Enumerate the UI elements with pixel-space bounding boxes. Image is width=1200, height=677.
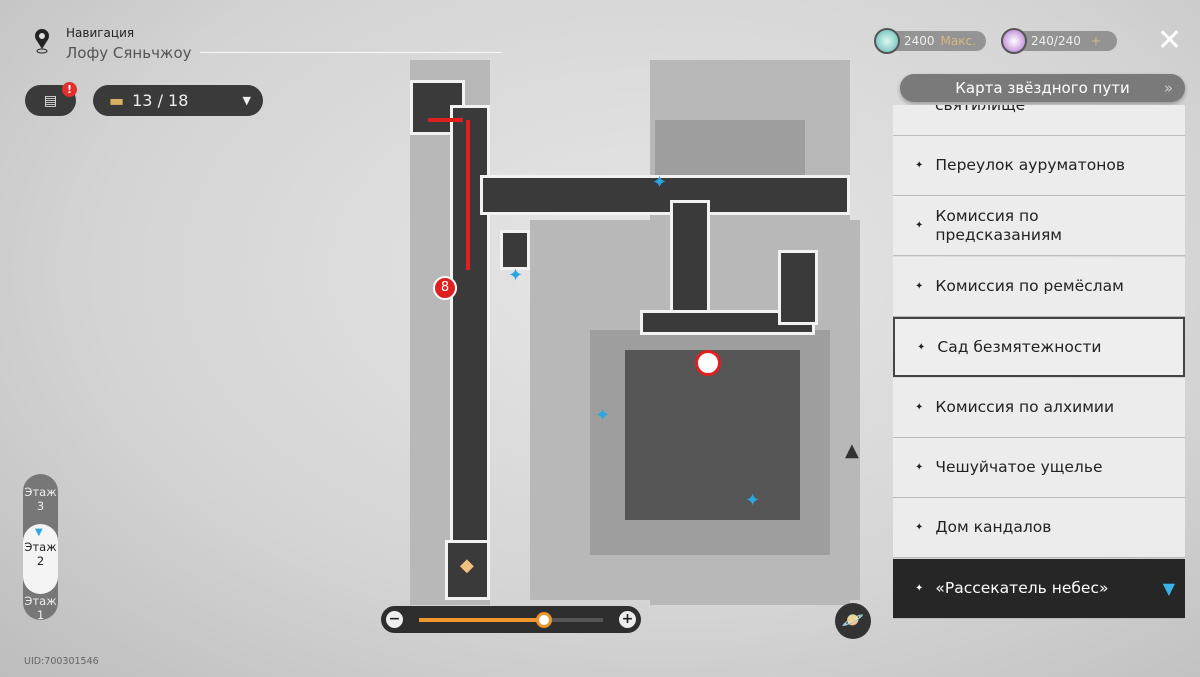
add-fuel-button[interactable]: + bbox=[1090, 34, 1101, 48]
location-label: Дом кандалов bbox=[935, 518, 1052, 536]
puzzle-icon[interactable]: ◆ bbox=[460, 555, 474, 576]
star-icon: ✦ bbox=[915, 160, 924, 171]
planet-icon[interactable]: 🪐 bbox=[835, 603, 871, 639]
chest-counter-dropdown[interactable]: ▬ 13 / 18 ▼ bbox=[93, 85, 263, 116]
location-label: Комиссия по предсказаниям bbox=[935, 206, 1062, 244]
divider bbox=[200, 52, 502, 53]
fuel-value: 240/240 bbox=[1031, 34, 1081, 48]
current-floor-icon: ▼ bbox=[35, 527, 43, 538]
location-item[interactable]: святилище bbox=[893, 105, 1185, 136]
star-icon: ✦ bbox=[915, 583, 924, 594]
star-map-label: Карта звёздного пути bbox=[955, 79, 1130, 97]
location-item-selected[interactable]: ✦ «Рассекатель небес» ▼ bbox=[893, 559, 1185, 619]
location-item[interactable]: ✦ Сад безмятежности bbox=[893, 317, 1185, 377]
location-item[interactable]: ✦ Дом кандалов bbox=[893, 498, 1185, 558]
zoom-control: − + bbox=[381, 606, 641, 633]
star-icon: ✦ bbox=[915, 522, 924, 533]
star-icon: ✦ bbox=[915, 220, 924, 231]
location-name: Лофу Сяньчжоу bbox=[66, 44, 192, 62]
location-label: святилище bbox=[935, 105, 1026, 114]
merchant-icon[interactable]: ▲ bbox=[845, 440, 859, 461]
floor-number: 3 bbox=[36, 499, 45, 513]
power-icon bbox=[874, 28, 900, 54]
alert-badge: ! bbox=[62, 82, 77, 97]
location-pin-icon bbox=[35, 29, 49, 54]
fuel-icon bbox=[1001, 28, 1027, 54]
clipboard-icon: ▤ bbox=[43, 92, 58, 109]
location-label: Сад безмятежности bbox=[937, 337, 1102, 356]
chevron-down-icon: ▼ bbox=[242, 94, 251, 107]
teleport-icon[interactable]: ✦ bbox=[595, 405, 611, 426]
map-area[interactable]: 8 ✦ ✦ ✦ ✦ ◆ ▲ bbox=[400, 60, 895, 605]
location-label: Комиссия по ремёслам bbox=[935, 277, 1124, 295]
chest-count: 13 / 18 bbox=[132, 91, 189, 110]
close-icon[interactable]: ✕ bbox=[1157, 23, 1183, 58]
uid-label: UID:700301546 bbox=[24, 656, 99, 667]
floor-label: Этаж bbox=[24, 594, 57, 608]
floor-number: 1 bbox=[36, 608, 45, 622]
trailblaze-power[interactable]: 2400 Макс. bbox=[874, 28, 986, 54]
star-icon: ✦ bbox=[917, 341, 926, 353]
fuel-counter[interactable]: 240/240 + bbox=[1001, 28, 1117, 54]
star-icon: ✦ bbox=[915, 402, 924, 413]
location-label: Комиссия по алхимии bbox=[935, 398, 1115, 416]
location-item[interactable]: ✦ Чешуйчатое ущелье bbox=[893, 438, 1185, 498]
zoom-slider-handle[interactable] bbox=[536, 612, 553, 628]
location-item[interactable]: ✦ Комиссия по предсказаниям bbox=[893, 196, 1185, 256]
location-item[interactable]: ✦ Комиссия по ремёслам bbox=[893, 257, 1185, 317]
chest-icon: ▬ bbox=[109, 91, 125, 110]
star-icon: ✦ bbox=[915, 462, 924, 473]
teleport-icon[interactable]: ✦ bbox=[745, 490, 761, 511]
route-arrow-horizontal bbox=[428, 118, 463, 122]
zoom-out-button[interactable]: − bbox=[386, 611, 403, 628]
location-item[interactable]: ✦ Переулок ауруматонов bbox=[893, 136, 1185, 196]
power-value: 2400 bbox=[904, 34, 935, 48]
route-step-marker: 8 bbox=[433, 276, 457, 300]
floor-label: Этаж bbox=[24, 485, 57, 499]
floor-label: Этаж bbox=[24, 540, 57, 554]
teleport-icon[interactable]: ✦ bbox=[508, 265, 524, 286]
route-arrow-vertical bbox=[466, 120, 470, 270]
zoom-in-button[interactable]: + bbox=[619, 611, 636, 628]
location-label: «Рассекатель небес» bbox=[935, 579, 1109, 597]
power-max-label: Макс. bbox=[940, 34, 976, 48]
floor-number: 2 bbox=[36, 554, 45, 568]
double-chevron-icon: » bbox=[1163, 79, 1173, 97]
player-location-icon bbox=[695, 350, 721, 376]
location-label: Чешуйчатое ущелье bbox=[935, 458, 1103, 476]
location-item[interactable]: ✦ Комиссия по алхимии bbox=[893, 378, 1185, 438]
zoom-slider[interactable] bbox=[419, 612, 603, 628]
star-map-button[interactable]: Карта звёздного пути » bbox=[900, 74, 1185, 102]
teleport-icon[interactable]: ✦ bbox=[652, 172, 668, 193]
nav-label: Навигация bbox=[66, 26, 135, 40]
star-icon: ✦ bbox=[915, 281, 924, 292]
location-label: Переулок ауруматонов bbox=[935, 156, 1125, 174]
location-list[interactable]: святилище ✦ Переулок ауруматонов ✦ Комисси… bbox=[893, 105, 1185, 620]
current-location-icon: ▼ bbox=[1162, 579, 1175, 598]
